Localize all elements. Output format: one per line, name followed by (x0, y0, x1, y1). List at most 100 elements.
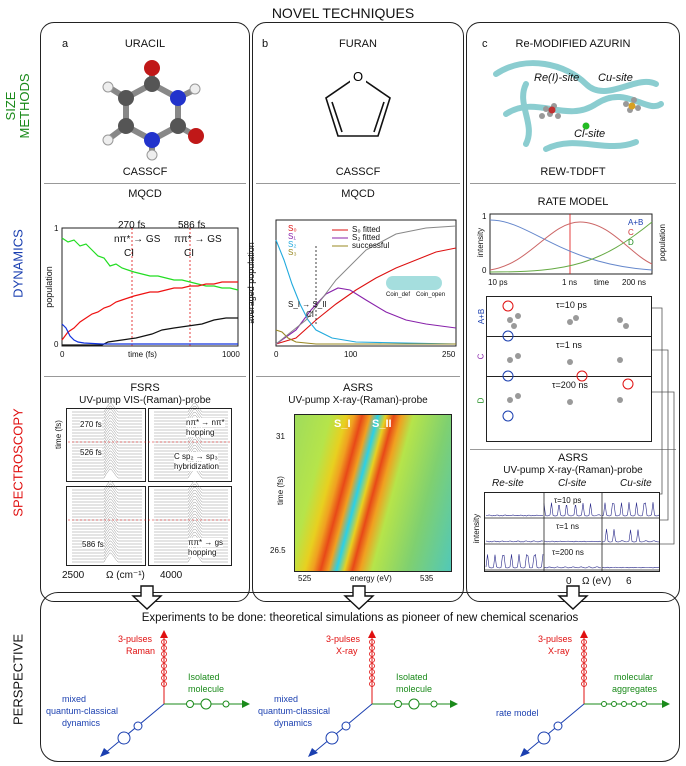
panel-b-xtick-0: 0 (274, 350, 279, 359)
row-label-perspective: PERSPECTIVE (10, 633, 26, 726)
state-table (486, 296, 652, 442)
panel-b-letter: b (262, 38, 269, 50)
perspective-axes-b (308, 630, 458, 757)
panel-b-ci-transition: S_I → S_II (288, 300, 327, 309)
rate-ylabel-right: population (657, 224, 667, 261)
state-table-molecules (502, 300, 634, 422)
rate-ytick-1: 1 (482, 212, 487, 221)
panel-c-site-cu: Cu-site (598, 72, 633, 84)
fsrs-hyb-a: C sp₂ → sp₃ (174, 452, 218, 461)
perspective-a-right-1: Isolated (188, 672, 220, 682)
spectrum-trace (72, 489, 142, 500)
spectrum-trace (72, 519, 142, 530)
spectrum-trace (72, 435, 142, 446)
spectrum-trace (154, 432, 228, 443)
panel-b-ci: CI (306, 310, 314, 319)
panel-a-ytick-1: 1 (54, 224, 59, 233)
asrs-c-xtick-0: 0 (566, 576, 572, 587)
spectrum-trace (154, 468, 228, 479)
fsrs-hop2-b: hopping (188, 548, 217, 557)
spectrum-trace (154, 501, 228, 512)
panel-a-population-plot (61, 227, 239, 347)
down-arrow-icon (557, 585, 589, 610)
asrs-c-ylabel: intensity (472, 513, 482, 544)
separator-c-1 (470, 183, 676, 184)
spectrum-trace (72, 492, 142, 503)
asrs-c-spectra (484, 492, 660, 572)
perspective-b-left-2: quantum-classical (258, 706, 331, 716)
perspective-b-right-1: Isolated (396, 672, 428, 682)
perspective-c-up-1: 3-pulses (538, 634, 573, 644)
carbon-atom (170, 118, 186, 134)
panel-b-state-s0: S₀ (288, 224, 297, 233)
carbon-atom (118, 118, 134, 134)
spectrum-trace (72, 432, 142, 443)
series-black (62, 317, 238, 346)
perspective-axes-c (520, 630, 670, 757)
spectrum-trace (72, 525, 142, 536)
spectrum-trace (72, 504, 142, 515)
spectrum-trace (543, 540, 602, 543)
spectrum-trace (154, 552, 228, 563)
rate-xtick-time: time (594, 278, 610, 287)
spectrum-trace (601, 528, 660, 543)
rate-xtick-1ns: 1 ns (562, 278, 578, 287)
perspective-b-up-2: X-ray (336, 646, 358, 656)
oxygen-atom (144, 60, 160, 76)
panel-b-state-s3: S₃ (288, 248, 297, 257)
spectrum-trace (72, 546, 142, 557)
series-green (61, 237, 239, 291)
panel-c-site-re: Re(I)-site (534, 72, 580, 84)
spectrum-trace (154, 483, 228, 494)
spectrum-trace (154, 498, 228, 509)
panel-c-spec-subtitle: UV-pump X-ray-(Raman)-probe (503, 465, 643, 476)
fsrs-xtick-left: 2500 (62, 570, 85, 581)
asrs-c-tau-10ps: τ=10 ps (554, 496, 582, 505)
down-arrow-icon (343, 585, 375, 610)
panel-b-state-s2: S₂ (288, 240, 297, 249)
panel-b-spec-subtitle: UV-pump X-ray-(Raman)-probe (288, 395, 428, 406)
figure-title: NOVEL TECHNIQUES (271, 5, 415, 21)
cu-atom (628, 102, 636, 110)
hydrogen-atom (146, 149, 158, 161)
series-s0 (275, 247, 457, 345)
perspective-c-right-2: aggregates (612, 684, 658, 694)
panel-a-xlabel: time (fs) (128, 350, 157, 359)
panel-b-legend-s2: S₂ fitted (352, 233, 381, 242)
perspective-c-right-1: molecular (614, 672, 654, 682)
panel-b-molecule: FURAN (339, 38, 377, 50)
rate-legend-d: D (628, 238, 634, 247)
panel-c-site-cu-spec: Cu-site (620, 478, 652, 489)
rate-model-plot (489, 213, 653, 275)
panel-c-site-cl: Cl-site (574, 128, 606, 140)
spectrum-trace (154, 480, 228, 491)
spectrum-trace (72, 465, 142, 476)
carbon-atom (118, 90, 134, 106)
uracil-molecule-image (102, 60, 204, 161)
spectrum-trace (72, 498, 142, 509)
panel-a-method: CASSCF (122, 166, 168, 178)
panel-b-coin-open: Coin_open (416, 292, 446, 298)
series-successful (275, 225, 457, 345)
state-row-d: D (476, 397, 486, 404)
spectrum-trace (154, 405, 228, 416)
spectrum-trace (72, 486, 142, 497)
hydrogen-atom (102, 81, 114, 93)
azurin-protein-image (493, 60, 664, 152)
series-red (61, 281, 238, 341)
fsrs-time-270: 270 fs (80, 420, 102, 429)
spectrum-trace (154, 435, 228, 446)
spectrum-trace (72, 405, 142, 416)
spectrum-trace (72, 408, 142, 419)
panel-a-dynamics-title: MQCD (128, 188, 162, 200)
state-tau-200ns: τ=200 ns (552, 380, 588, 390)
panel-c-rate-title: RATE MODEL (537, 196, 609, 208)
spectrum-trace (72, 501, 142, 512)
spectrum-trace (72, 420, 142, 431)
series-s2 (275, 239, 457, 345)
rate-xtick-200ns: 200 ns (622, 278, 647, 287)
spectrum-trace (72, 528, 142, 539)
asrs-heatmap (294, 414, 452, 572)
fsrs-time-586: 586 fs (82, 540, 104, 549)
minus-charge-icon (502, 410, 514, 422)
